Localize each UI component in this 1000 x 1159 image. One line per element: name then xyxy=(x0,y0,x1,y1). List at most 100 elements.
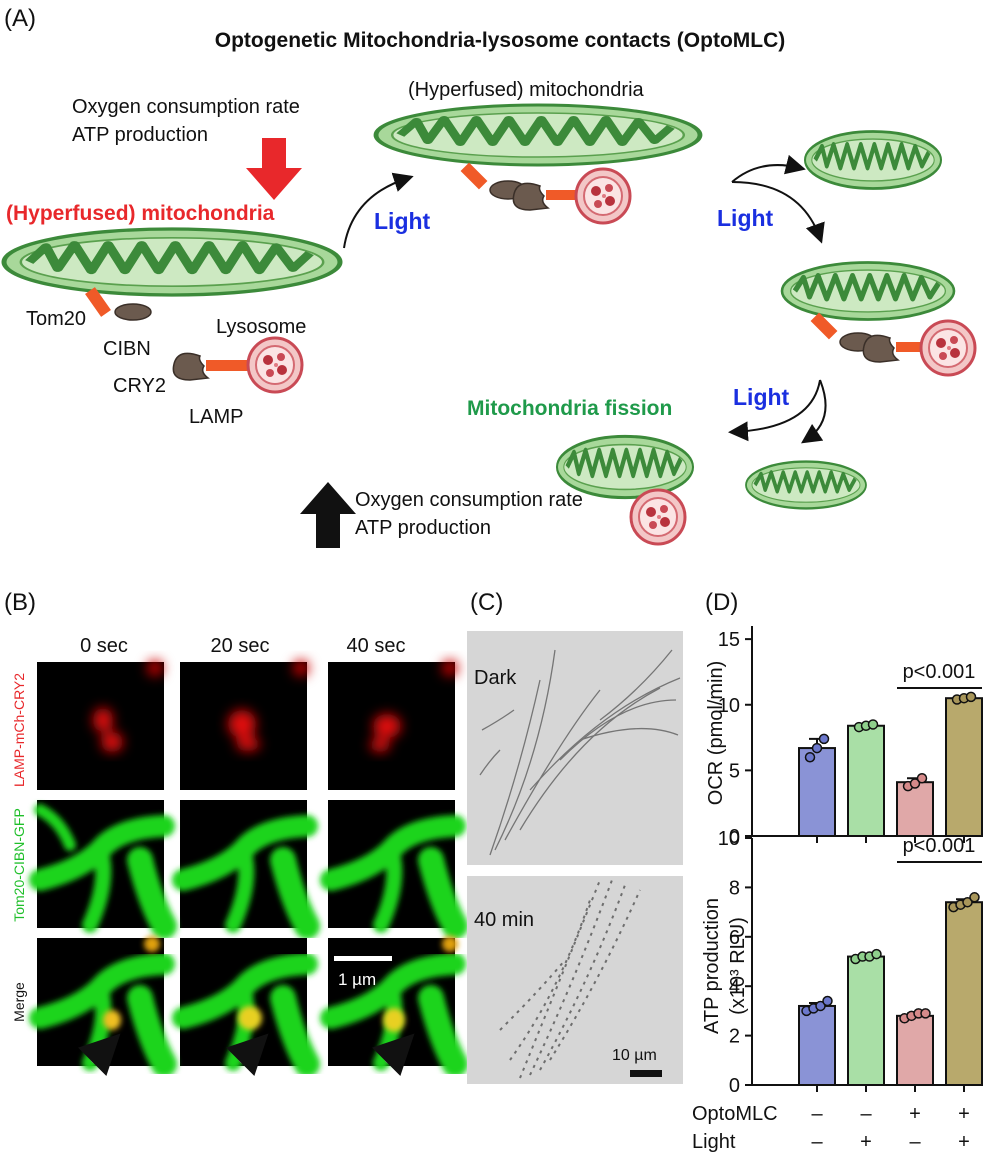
row-label-lamp: LAMP-mCh-CRY2 xyxy=(11,673,27,787)
light-sign: + xyxy=(860,1131,872,1153)
panel-a-title: Optogenetic Mitochondria-lysosome contac… xyxy=(215,29,786,52)
y-tick-label: 8 xyxy=(729,877,740,899)
dark-label: Dark xyxy=(474,667,517,689)
data-point xyxy=(871,948,882,960)
fission-lysosome-icon xyxy=(629,488,687,546)
data-point xyxy=(815,1000,826,1012)
lysosome-icon xyxy=(246,336,304,394)
up-arrow-icon xyxy=(300,482,356,548)
light-40min-image: 40 min 10 µm xyxy=(467,876,683,1084)
time-label-2: 40 sec xyxy=(347,635,406,657)
row-label-tom20: Tom20-CIBN-GFP xyxy=(11,808,27,922)
image-row-red xyxy=(37,660,458,790)
y-tick-label: 2 xyxy=(729,1026,740,1048)
light-label-2: Light xyxy=(717,205,774,231)
center-lysosome-icon xyxy=(574,167,632,225)
left-mito-label: (Hyperfused) mitochondria xyxy=(6,202,275,225)
cibn-protein xyxy=(114,303,152,321)
data-point xyxy=(909,778,921,789)
center-linker-1 xyxy=(460,162,488,190)
center-mitochondrion-icon xyxy=(376,105,700,165)
lysosome-label: Lysosome xyxy=(216,316,306,338)
y-axis-label: ATP production(x10³ RLU) xyxy=(701,898,749,1034)
data-point xyxy=(965,691,977,703)
lamp-linker xyxy=(206,360,250,371)
y-tick-label: 6 xyxy=(729,927,740,949)
right-linker-1 xyxy=(810,312,838,340)
bottom-effect-line2: ATP production xyxy=(355,517,491,539)
data-point xyxy=(867,719,879,730)
fission-arrow-left xyxy=(728,379,821,442)
y-tick-label: 0 xyxy=(729,1075,740,1097)
image-row-green xyxy=(29,800,468,939)
center-linker-2 xyxy=(546,190,580,200)
y-tick-label: 10 xyxy=(718,828,740,850)
data-point xyxy=(804,752,816,763)
time-label-0: 0 sec xyxy=(80,635,128,657)
scale-bar-b xyxy=(334,956,392,961)
lamp-label: LAMP xyxy=(189,406,243,428)
y-axis-label-line: ATP production xyxy=(701,898,723,1034)
light-sign: + xyxy=(958,1131,970,1153)
fragment-mitochondrion-1 xyxy=(805,132,941,189)
y-tick-label: 5 xyxy=(729,760,740,782)
data-point xyxy=(811,742,823,754)
bottom-effect-line1: Oxygen consumption rate xyxy=(355,489,583,511)
row-label-merge: Merge xyxy=(11,982,27,1022)
light-sign: – xyxy=(811,1131,823,1153)
bar xyxy=(798,747,836,837)
data-point xyxy=(916,773,928,784)
40min-label: 40 min xyxy=(474,909,534,931)
bar xyxy=(945,901,983,1086)
p-value-label: p<0.001 xyxy=(903,835,976,857)
y-tick-label: 10 xyxy=(718,695,740,717)
y-axis-label-line: (x10³ RLU) xyxy=(727,917,749,1015)
y-tick-label: 4 xyxy=(729,976,740,998)
cry2-label: CRY2 xyxy=(113,375,166,397)
panel-c-label: (C) xyxy=(470,589,503,616)
bar xyxy=(847,724,885,837)
optomlc-sign: – xyxy=(860,1103,872,1125)
data-point xyxy=(818,733,830,745)
p-value-label: p<0.001 xyxy=(903,661,976,683)
condition-table: OptoMLC Light ––++–+–+ xyxy=(692,1103,970,1153)
arrow-indicator-2 xyxy=(226,1033,269,1076)
fission-arrow-down xyxy=(801,379,827,444)
split-arrow-up xyxy=(731,154,806,183)
optomlc-sign: + xyxy=(909,1103,921,1125)
light-sign: – xyxy=(909,1131,921,1153)
cibn-label: CIBN xyxy=(103,338,151,360)
data-point xyxy=(969,892,980,903)
bar xyxy=(798,1004,836,1087)
tom20-label: Tom20 xyxy=(26,308,86,330)
time-label-1: 20 sec xyxy=(211,635,270,657)
scale-bar-c-label: 10 µm xyxy=(612,1047,657,1064)
split-arrow-down xyxy=(731,181,825,244)
bar xyxy=(945,697,983,837)
fission-label: Mitochondria fission xyxy=(467,397,672,420)
optomlc-sign: – xyxy=(811,1103,823,1125)
light-label-3: Light xyxy=(733,384,790,410)
bar xyxy=(896,1014,934,1087)
y-tick-label: 15 xyxy=(718,629,740,651)
light-label-1: Light xyxy=(374,208,431,234)
right-mitochondrion-icon xyxy=(782,263,954,320)
y-axis-label: OCR (pmol/min) xyxy=(705,661,727,805)
left-mitochondrion-icon xyxy=(4,229,340,295)
image-row-merge: 1 µm xyxy=(29,936,468,1077)
cry2-protein-icon xyxy=(172,352,209,381)
light-arrow-1 xyxy=(343,172,414,249)
data-point xyxy=(962,896,973,908)
right-lysosome-icon xyxy=(919,319,977,377)
data-point xyxy=(920,1008,931,1019)
fragment-mitochondrion-2 xyxy=(746,462,866,509)
center-cry2 xyxy=(512,182,549,211)
right-linker-2 xyxy=(896,342,922,352)
light-row-label: Light xyxy=(692,1131,736,1153)
bar xyxy=(847,955,885,1086)
bar xyxy=(896,781,934,837)
scale-bar-b-label: 1 µm xyxy=(338,970,376,989)
